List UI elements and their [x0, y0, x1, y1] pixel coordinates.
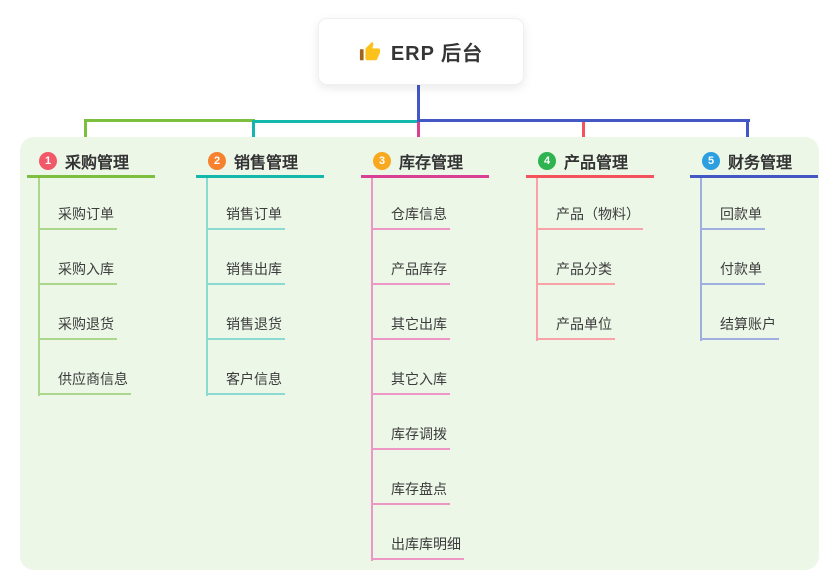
node-other-outbound[interactable]: 其它出库	[371, 314, 450, 340]
branch-inventory-header[interactable]: 3 库存管理	[361, 146, 489, 178]
branch-label: 采购管理	[65, 154, 130, 172]
node-sales-outbound[interactable]: 销售出库	[206, 259, 285, 285]
branch-label: 库存管理	[399, 154, 464, 172]
branch-number-badge: 3	[373, 151, 391, 170]
node-product-unit[interactable]: 产品单位	[536, 314, 615, 340]
node-purchase-return[interactable]: 采购退货	[38, 314, 117, 340]
node-settlement-account[interactable]: 结算账户	[700, 314, 779, 340]
connector-drop-sales	[252, 120, 255, 145]
connector-rail-green	[84, 119, 255, 122]
root-node[interactable]: ERP 后台	[318, 18, 524, 85]
branch-number-badge: 4	[538, 151, 556, 170]
branch-spine	[38, 178, 40, 396]
node-stock-transfer[interactable]: 库存调拨	[371, 424, 450, 450]
connector-drop-finance	[746, 119, 749, 145]
connector-drop-inventory	[417, 122, 420, 145]
branch-label: 财务管理	[728, 154, 793, 172]
node-sales-return[interactable]: 销售退货	[206, 314, 285, 340]
node-other-inbound[interactable]: 其它入库	[371, 369, 450, 395]
node-stock-check[interactable]: 库存盘点	[371, 479, 450, 505]
thumbs-up-icon	[359, 41, 381, 63]
branch-number-badge: 5	[702, 151, 720, 170]
node-product-stock[interactable]: 产品库存	[371, 259, 450, 285]
node-sales-order[interactable]: 销售订单	[206, 204, 285, 230]
branch-number-badge: 2	[208, 151, 226, 170]
branch-spine	[206, 178, 208, 396]
root-label: ERP 后台	[390, 43, 484, 65]
node-inout-detail[interactable]: 出库库明细	[371, 534, 464, 560]
connector-root-drop	[417, 83, 420, 121]
branches-panel	[20, 137, 819, 570]
branch-label: 产品管理	[564, 154, 629, 172]
connector-rail-teal	[252, 120, 418, 123]
branch-sales-header[interactable]: 2 销售管理	[196, 146, 324, 178]
node-customer-info[interactable]: 客户信息	[206, 369, 285, 395]
node-receipt-doc[interactable]: 回款单	[700, 204, 765, 230]
node-warehouse-info[interactable]: 仓库信息	[371, 204, 450, 230]
node-supplier-info[interactable]: 供应商信息	[38, 369, 131, 395]
branch-spine	[371, 178, 373, 561]
node-product-category[interactable]: 产品分类	[536, 259, 615, 285]
branch-label: 销售管理	[234, 154, 299, 172]
branch-spine	[536, 178, 538, 341]
connector-rail-blue	[417, 119, 750, 122]
node-payment-doc[interactable]: 付款单	[700, 259, 765, 285]
connector-drop-product	[582, 122, 585, 145]
branch-spine	[700, 178, 702, 341]
connector-drop-purchase	[84, 119, 87, 145]
node-purchase-inbound[interactable]: 采购入库	[38, 259, 117, 285]
node-purchase-order[interactable]: 采购订单	[38, 204, 117, 230]
branch-purchase-header[interactable]: 1 采购管理	[27, 146, 155, 178]
node-product-material[interactable]: 产品（物料）	[536, 204, 643, 230]
branch-number-badge: 1	[39, 151, 57, 170]
branch-product-header[interactable]: 4 产品管理	[526, 146, 654, 178]
branch-finance-header[interactable]: 5 财务管理	[690, 146, 818, 178]
